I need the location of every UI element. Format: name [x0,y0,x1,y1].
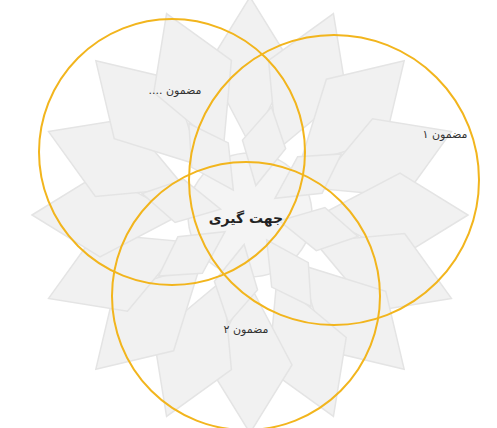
theme-circle: مضمون .... [38,18,306,286]
theme-circle: مضمون ۱ [188,34,480,326]
circle-stroke [112,162,380,428]
theme-label: مضمون .... [148,84,201,97]
circle-stroke [39,19,305,285]
theme-circle: مضمون ۲ [111,161,381,428]
circle-stroke [189,35,479,325]
circle-outline [38,18,306,286]
circle-outline [188,34,480,326]
theme-label: مضمون ۱ [423,128,468,141]
center-label: جهت گیری [209,210,283,227]
theme-label: مضمون ۲ [224,323,269,336]
circle-outline [111,161,381,428]
